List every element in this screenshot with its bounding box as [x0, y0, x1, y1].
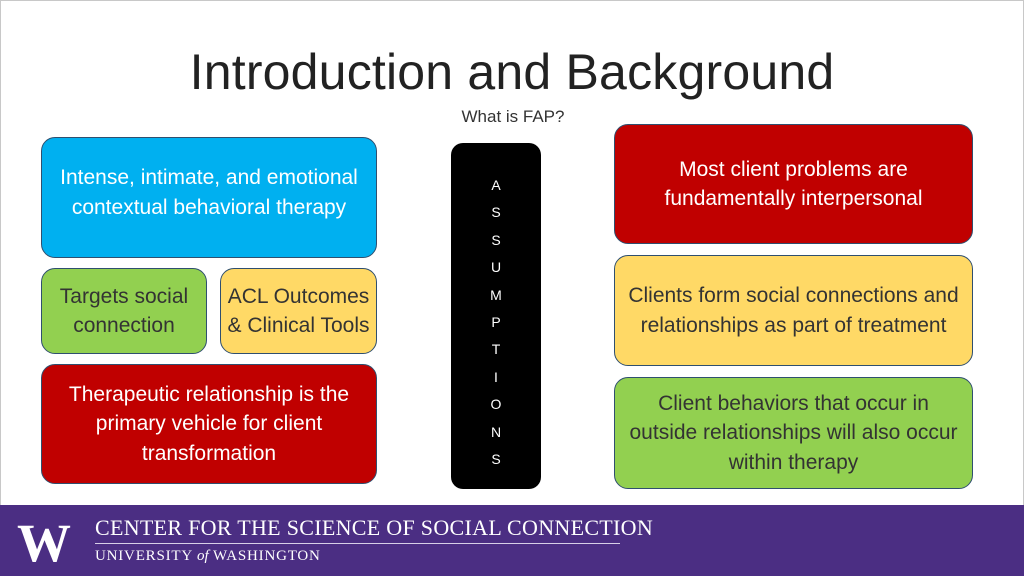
box-therapeutic-relationship: Therapeutic relationship is the primary …: [41, 364, 377, 484]
assumption-letter: S: [491, 231, 501, 248]
assumption-letter: O: [490, 396, 502, 413]
assumption-letter: M: [490, 286, 502, 303]
box-targets-social-connection: Targets social connection: [41, 268, 207, 354]
footer-university-name: UNIVERSITY of WASHINGTON: [95, 548, 321, 565]
footer-divider: [95, 543, 620, 544]
uw-w-logo-icon: W: [17, 519, 71, 565]
box-acl-outcomes: ACL Outcomes & Clinical Tools: [220, 268, 377, 354]
footer-washington-word: WASHINGTON: [212, 548, 321, 564]
assumption-letter: A: [491, 177, 501, 193]
slide-title: Introduction and Background: [189, 44, 835, 100]
footer-center-name: CENTER FOR THE SCIENCE OF SOCIAL CONNECT…: [95, 515, 654, 540]
assumption-letter: P: [491, 313, 501, 330]
box-interpersonal-problems: Most client problems are fundamentally i…: [614, 124, 973, 244]
footer-banner: W CENTER FOR THE SCIENCE OF SOCIAL CONNE…: [0, 505, 1024, 576]
assumption-letter: S: [491, 450, 501, 467]
assumption-letter: S: [491, 204, 501, 221]
uw-w-letter: W: [17, 519, 71, 565]
assumption-letter: U: [490, 259, 502, 276]
assumption-letter: I: [494, 368, 498, 385]
footer-of-word: of: [197, 548, 209, 564]
assumption-letter: T: [491, 341, 501, 358]
box-contextual-therapy: Intense, intimate, and emotional context…: [41, 137, 377, 258]
box-social-connections-treatment: Clients form social connections and rela…: [614, 255, 973, 366]
slide-subtitle: What is FAP?: [461, 107, 565, 126]
box-behaviors-in-therapy: Client behaviors that occur in outside r…: [614, 377, 973, 489]
assumption-letter: N: [490, 423, 502, 440]
footer-university-word: UNIVERSITY: [95, 548, 193, 564]
